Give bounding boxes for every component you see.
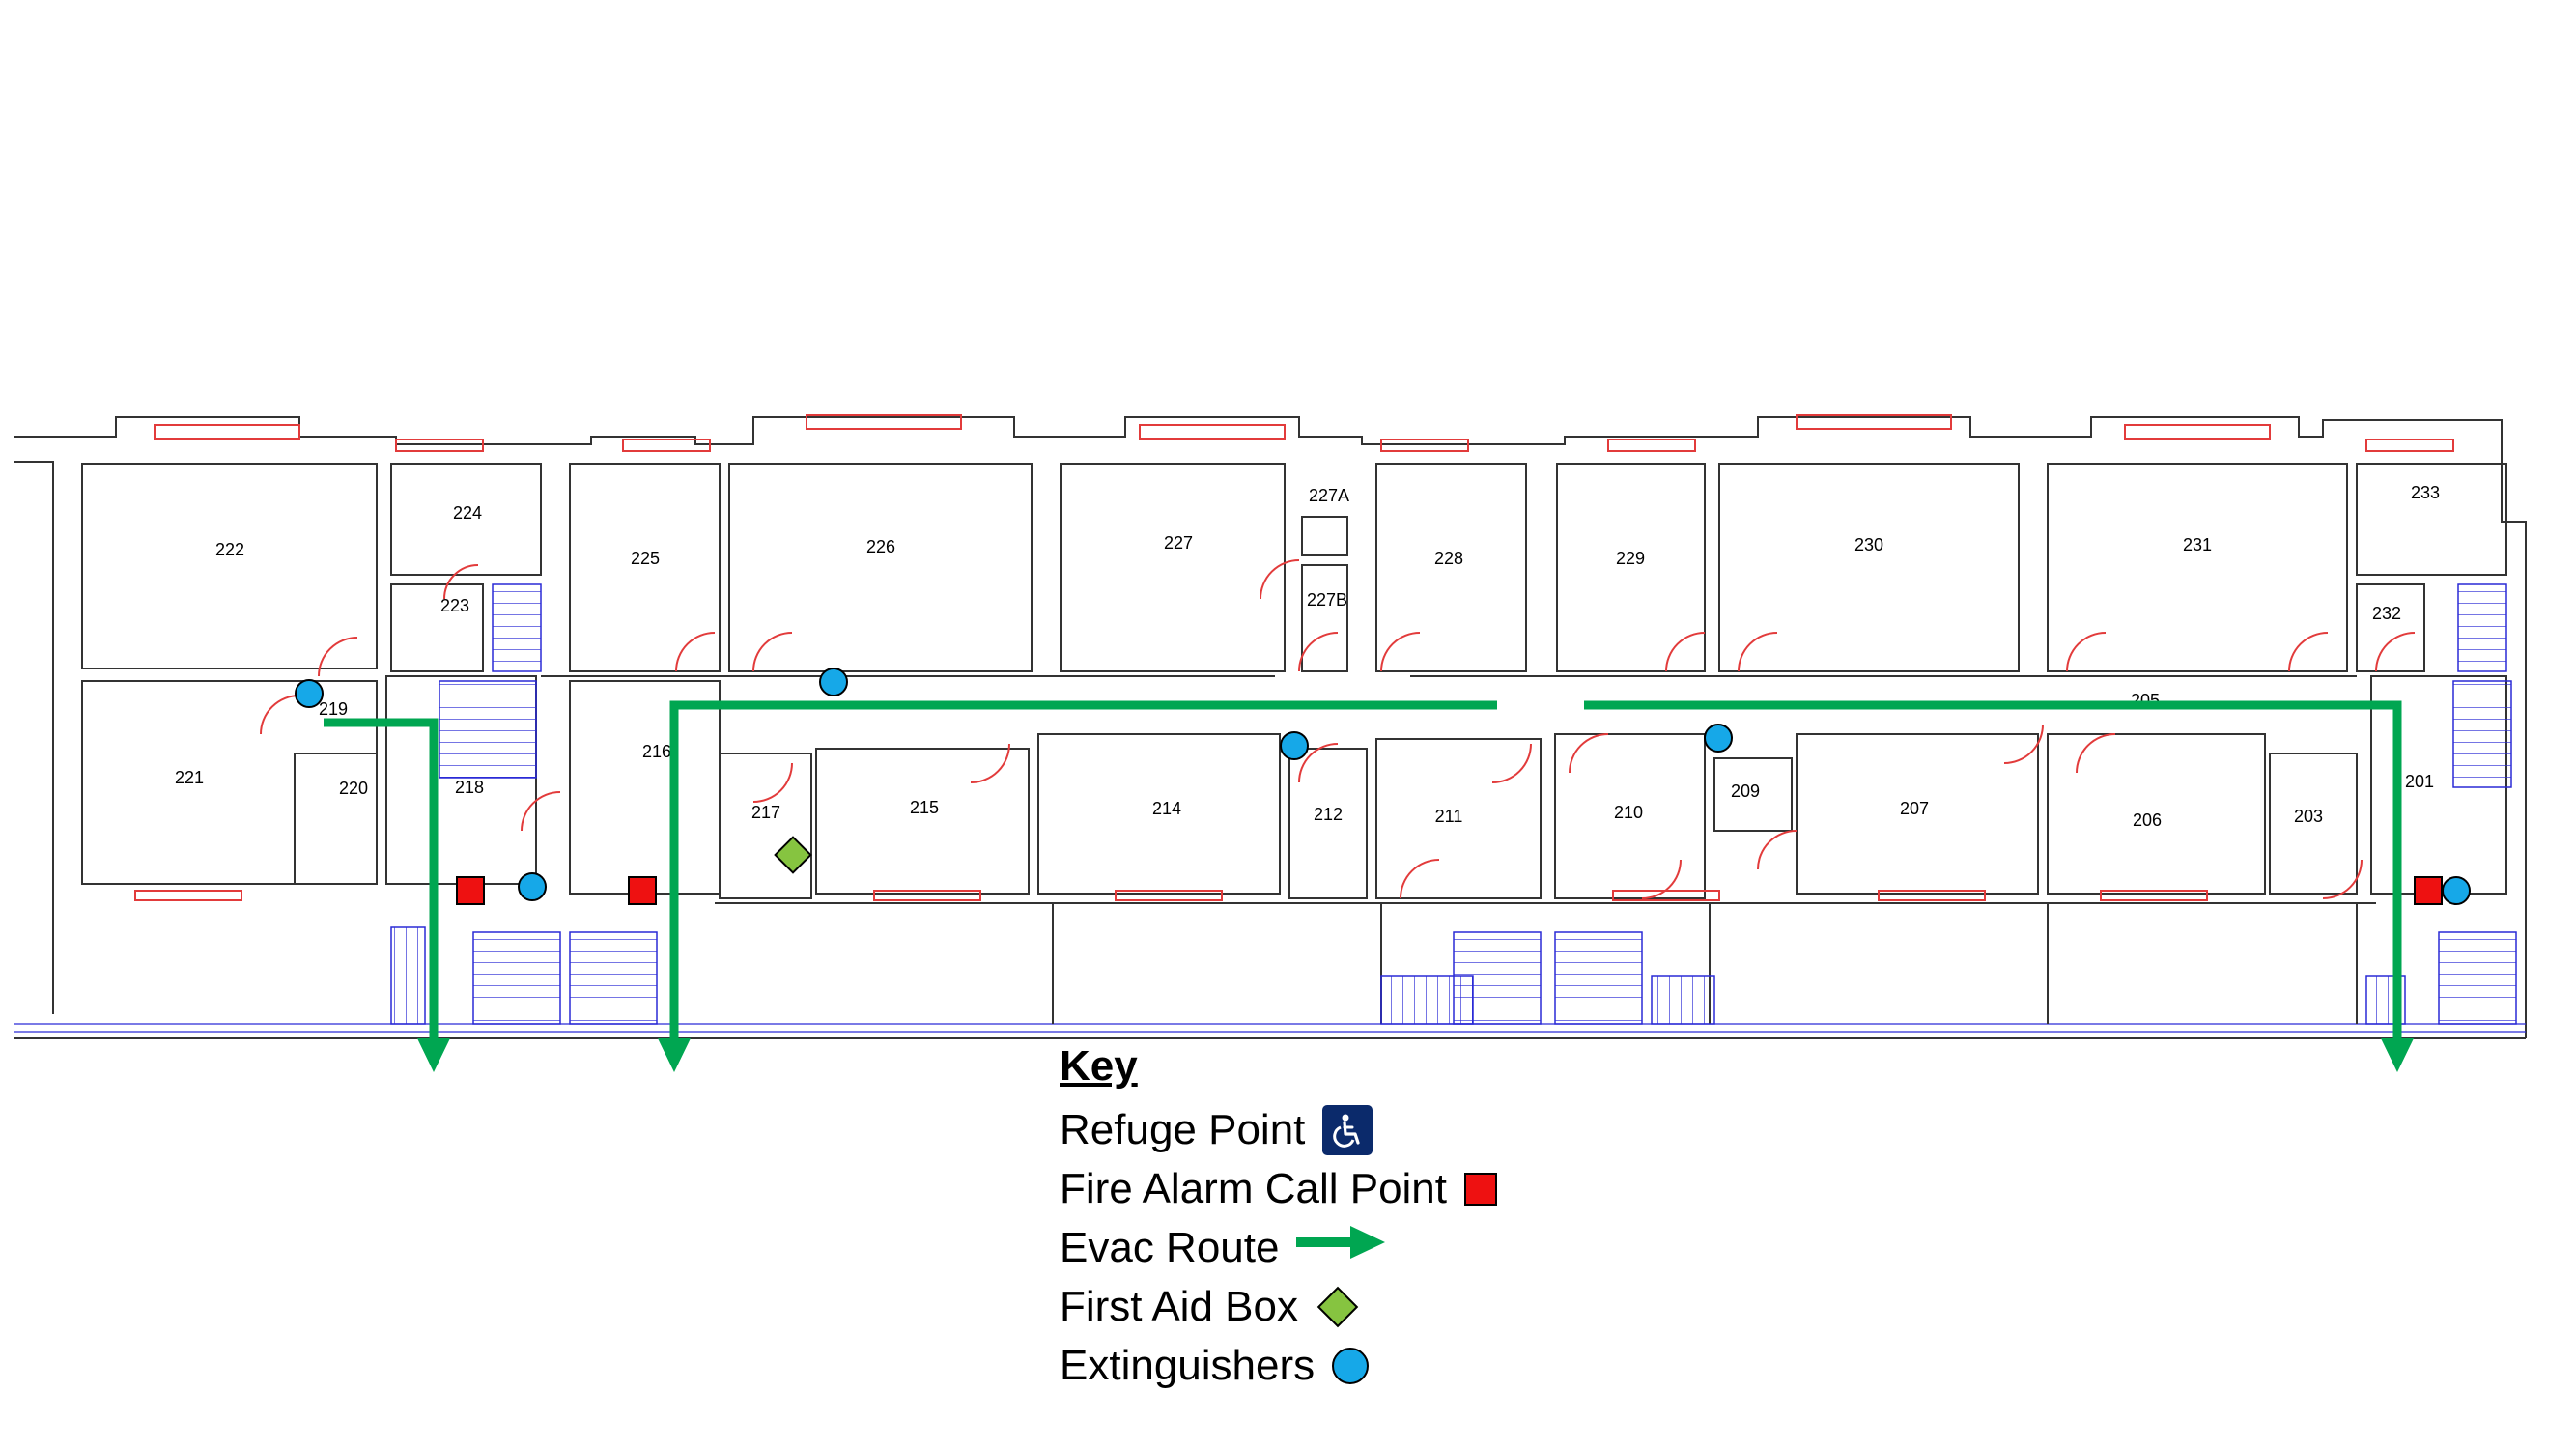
room-227A xyxy=(1301,516,1348,556)
legend-label-extinguishers: Extinguishers xyxy=(1060,1341,1316,1389)
evac-arrow-east-icon xyxy=(2381,1038,2414,1072)
room-label-227A: 227A xyxy=(1309,486,1349,505)
room-203 xyxy=(2269,753,2358,895)
room-label-233: 233 xyxy=(2411,483,2440,502)
room-label-231: 231 xyxy=(2183,535,2212,554)
room-label-211: 211 xyxy=(1435,807,1463,826)
extinguisher-icon xyxy=(518,872,547,901)
room-label-215: 215 xyxy=(910,798,939,817)
room-labels: 222 221 219 220 224 223 218 225 216 217 … xyxy=(175,483,2440,830)
green-diamond-icon xyxy=(1316,1286,1359,1327)
room-label-230: 230 xyxy=(1854,535,1883,554)
legend-title: Key xyxy=(1060,1042,1138,1090)
room-label-227: 227 xyxy=(1164,533,1193,553)
room-label-223: 223 xyxy=(440,596,469,615)
legend-row-first-aid: First Aid Box xyxy=(1060,1277,1497,1336)
evac-arrow-central-icon xyxy=(658,1038,691,1072)
room-227 xyxy=(1060,463,1286,672)
legend-label-refuge: Refuge Point xyxy=(1060,1105,1306,1153)
room-225 xyxy=(569,463,721,672)
room-215 xyxy=(815,748,1030,895)
first-aid-icon xyxy=(774,836,812,874)
evac-route-east xyxy=(1584,700,2402,1043)
doors xyxy=(260,559,2416,899)
room-label-214: 214 xyxy=(1152,799,1181,818)
evac-routes xyxy=(324,700,2402,1043)
fire-alarm-points xyxy=(456,876,2443,905)
room-label-207: 207 xyxy=(1900,799,1929,818)
red-square-icon xyxy=(1464,1172,1498,1206)
room-label-221: 221 xyxy=(175,768,204,787)
evac-route-central xyxy=(669,700,1497,1043)
room-label-228: 228 xyxy=(1434,549,1463,568)
room-label-209: 209 xyxy=(1731,781,1760,801)
legend-label-first-aid: First Aid Box xyxy=(1060,1282,1298,1330)
extinguisher-icon xyxy=(2442,876,2471,905)
room-label-232: 232 xyxy=(2372,604,2401,623)
fire-alarm-icon xyxy=(2414,876,2443,905)
room-227B xyxy=(1301,564,1348,672)
room-label-224: 224 xyxy=(453,503,482,523)
room-210 xyxy=(1554,733,1706,899)
room-223 xyxy=(390,583,484,672)
legend-row-alarm: Fire Alarm Call Point xyxy=(1060,1159,1498,1218)
room-226 xyxy=(728,463,1033,672)
legend-row-evac: Evac Route xyxy=(1060,1218,1497,1277)
room-label-206: 206 xyxy=(2133,810,2162,830)
room-233 xyxy=(2356,463,2507,576)
room-206 xyxy=(2047,733,2266,895)
extinguisher-icon xyxy=(1704,724,1733,753)
room-229 xyxy=(1556,463,1706,672)
room-201 xyxy=(2370,675,2507,895)
first-aid-box xyxy=(774,836,812,874)
extinguisher-icon xyxy=(1280,731,1309,760)
room-220 xyxy=(294,753,378,885)
legend-label-alarm: Fire Alarm Call Point xyxy=(1060,1164,1448,1212)
room-222 xyxy=(81,463,378,669)
legend-row-refuge: Refuge Point xyxy=(1060,1100,1497,1159)
extinguisher-icon xyxy=(295,679,324,708)
room-231 xyxy=(2047,463,2348,672)
room-label-219: 219 xyxy=(319,699,348,719)
room-label-226: 226 xyxy=(866,537,895,556)
room-224 xyxy=(390,463,542,576)
room-228 xyxy=(1375,463,1527,672)
green-arrow-icon xyxy=(1296,1223,1386,1272)
room-label-203: 203 xyxy=(2294,807,2323,826)
room-label-216: 216 xyxy=(642,742,671,761)
extinguisher-icon xyxy=(819,668,848,696)
room-label-222: 222 xyxy=(215,540,244,559)
room-label-227B: 227B xyxy=(1307,590,1347,610)
room-label-229: 229 xyxy=(1616,549,1645,568)
legend-row-extinguishers: Extinguishers xyxy=(1060,1336,1497,1395)
room-217 xyxy=(719,753,812,899)
legend-label-evac: Evac Route xyxy=(1060,1223,1280,1271)
room-label-218: 218 xyxy=(455,778,484,797)
room-230 xyxy=(1718,463,2020,672)
evac-route-west xyxy=(324,718,439,1043)
room-label-212: 212 xyxy=(1314,805,1343,824)
room-label-220: 220 xyxy=(339,779,368,798)
blue-circle-icon xyxy=(1332,1347,1370,1384)
fire-alarm-icon xyxy=(456,876,485,905)
legend: Key Refuge Point Fire Alarm Call Point E… xyxy=(1060,1038,1498,1395)
room-label-217: 217 xyxy=(751,803,780,822)
room-label-201: 201 xyxy=(2405,772,2434,791)
room-232 xyxy=(2356,583,2425,672)
room-label-225: 225 xyxy=(631,549,660,568)
evac-arrowheads xyxy=(417,1038,2414,1072)
fire-alarm-icon xyxy=(628,876,657,905)
room-216 xyxy=(569,680,721,895)
extinguishers xyxy=(295,668,2471,905)
stairs xyxy=(390,583,2517,1025)
room-207 xyxy=(1796,733,2039,895)
room-211 xyxy=(1375,738,1542,899)
room-212 xyxy=(1288,748,1368,899)
evac-arrow-west-icon xyxy=(417,1038,450,1072)
room-214 xyxy=(1037,733,1281,895)
wheelchair-icon xyxy=(1322,1104,1373,1155)
room-label-210: 210 xyxy=(1614,803,1643,822)
